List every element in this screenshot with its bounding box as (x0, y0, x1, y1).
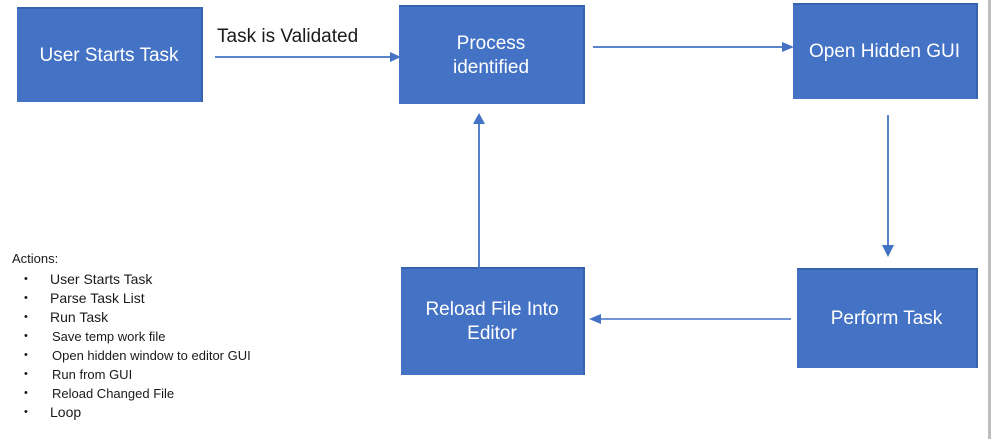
flow-node-label-group: Process identified (453, 32, 529, 80)
flow-node-open-hidden-gui[interactable]: Open Hidden GUI (793, 3, 978, 99)
flow-node-label: User Starts Task (39, 44, 179, 66)
bullet-icon: • (24, 311, 28, 323)
actions-sublist-item: • Save temp work file (12, 327, 372, 346)
edge-label-task-is-validated: Task is Validated (217, 26, 359, 47)
flow-node-reload-file-into-editor[interactable]: Reload File Into Editor (401, 267, 585, 375)
flow-node-label: Perform Task (830, 308, 943, 330)
bullet-icon: • (24, 330, 28, 342)
bullet-icon: • (24, 292, 28, 304)
actions-sublist: • Save temp work file • Open hidden wind… (12, 327, 372, 403)
actions-sublist-item-label: Run from GUI (52, 367, 133, 382)
actions-list: • User Starts Task • Parse Task List • R… (12, 270, 372, 422)
bullet-icon: • (24, 349, 28, 361)
bullet-icon: • (24, 273, 28, 285)
arrow-reload-to-process-icon (473, 113, 485, 269)
actions-sublist-item: • Open hidden window to editor GUI (12, 346, 372, 365)
actions-list-item-label: Parse Task List (50, 290, 145, 306)
actions-list-item-label: Run Task (50, 309, 109, 325)
actions-list-item-label: Loop (50, 404, 82, 420)
bullet-icon: • (24, 387, 28, 399)
bullet-icon: • (24, 406, 28, 418)
actions-sublist-item-label: Reload Changed File (52, 386, 175, 401)
flow-node-label: Open Hidden GUI (808, 41, 961, 63)
actions-list-item-label: User Starts Task (50, 271, 153, 287)
actions-list-item: • Loop (12, 403, 372, 422)
actions-sublist-wrapper: • Save temp work file • Open hidden wind… (12, 327, 372, 403)
bullet-icon: • (24, 368, 28, 380)
flow-node-label-line1: Reload File Into (425, 299, 559, 321)
flow-node-label-line1: Process (456, 32, 526, 54)
actions-list-item: • User Starts Task (12, 270, 372, 289)
flow-node-label-line2: Editor (467, 323, 517, 344)
flow-node-perform-task[interactable]: Perform Task (797, 268, 978, 368)
arrow-process-to-gui-icon (593, 42, 794, 52)
actions-title: Actions: (12, 251, 59, 266)
arrow-perform-to-reload-icon (589, 314, 791, 324)
arrow-start-to-process-icon (215, 52, 401, 62)
flow-node-user-starts-task[interactable]: User Starts Task (17, 7, 203, 102)
actions-panel: Actions: • User Starts Task • Parse Task… (12, 252, 372, 422)
flow-node-label-line2: identified (452, 56, 530, 78)
flow-node-label-group: Reload File Into Editor (425, 298, 558, 346)
actions-sublist-item-label: Open hidden window to editor GUI (52, 348, 251, 363)
actions-sublist-item-label: Save temp work file (52, 329, 166, 344)
actions-sublist-item: • Run from GUI (12, 365, 372, 384)
actions-list-item: • Parse Task List (12, 289, 372, 308)
arrow-gui-to-perform-icon (882, 115, 894, 257)
actions-list-item: • Run Task (12, 308, 372, 327)
actions-sublist-item: • Reload Changed File (12, 384, 372, 403)
flow-node-process-identified[interactable]: Process identified (399, 5, 585, 104)
